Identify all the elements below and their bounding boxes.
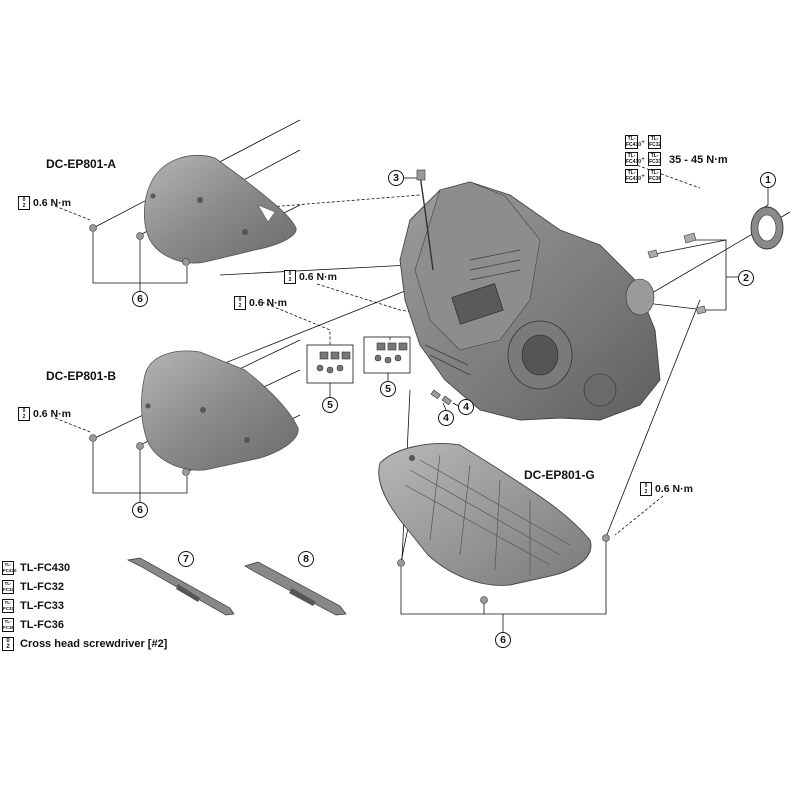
leader-lines [92, 119, 791, 632]
tl-fc430-icon: TL-FC430 [625, 152, 642, 166]
tl-fc33-icon: TL-FC33 [2, 598, 15, 613]
callout-6-cover-a: 6 [132, 291, 148, 307]
cover-a-label: DC-EP801-A [46, 157, 117, 171]
tool-7-part [126, 557, 235, 616]
callout-6-cover-b: 6 [132, 502, 148, 518]
lockring-part [750, 206, 784, 250]
callout-8: 8 [298, 551, 314, 567]
tool-legend: TL-FC430 TL-FC430 TL-FC32 TL-FC32 TL-FC3… [2, 558, 167, 653]
clip-parts [316, 342, 408, 374]
tl-fc36-icon: TL-FC36 [648, 169, 662, 183]
motor-bolts [647, 232, 707, 315]
legend-item: TL-FC430 TL-FC430 [2, 560, 71, 575]
callout-5-secondary: 5 [380, 381, 396, 397]
small-screws [430, 389, 452, 406]
callout-6-cover-g: 6 [495, 632, 511, 648]
tl-fc430-icon: TL-FC430 [2, 560, 17, 575]
callout-7: 7 [178, 551, 194, 567]
callout-4: 4 [438, 410, 454, 426]
tl-fc32-icon: TL-FC32 [2, 579, 15, 594]
tl-fc430-icon: TL-FC430 [625, 135, 642, 149]
cover-b-part [141, 350, 299, 471]
tl-fc32-icon: TL-FC32 [648, 135, 662, 149]
legend-item: TL-FC36 TL-FC36 [2, 617, 64, 632]
cover-a-part [143, 154, 297, 264]
callout-2: 2 [738, 270, 754, 286]
legend-item: TL-FC32 TL-FC32 [2, 579, 64, 594]
callout-4-secondary: 4 [458, 399, 474, 415]
tl-fc33-icon: TL-FC33 [648, 152, 662, 166]
lockring-tool-grid: TL-FC430+TL-FC32 TL-FC430+TL-FC33 TL-FC4… [625, 135, 662, 183]
legend-item: TL-FC33 TL-FC33 [2, 598, 64, 613]
tl-fc36-icon: TL-FC36 [2, 617, 15, 632]
cover-b-screws [89, 434, 190, 476]
callout-5: 5 [322, 397, 338, 413]
cover-g-screws [397, 534, 610, 604]
torque-lockring: 35 - 45 N·m [669, 154, 728, 166]
callout-1: 1 [760, 172, 776, 188]
cover-g-label: DC-EP801-G [524, 468, 595, 482]
tool-8-part [244, 561, 347, 616]
cover-g-part [378, 443, 592, 586]
tl-fc430-icon: TL-FC430 [625, 169, 642, 183]
cover-b-label: DC-EP801-B [46, 369, 117, 383]
drive-unit-part [399, 169, 661, 421]
cover-a-screws [89, 224, 190, 266]
callout-3: 3 [388, 170, 404, 186]
